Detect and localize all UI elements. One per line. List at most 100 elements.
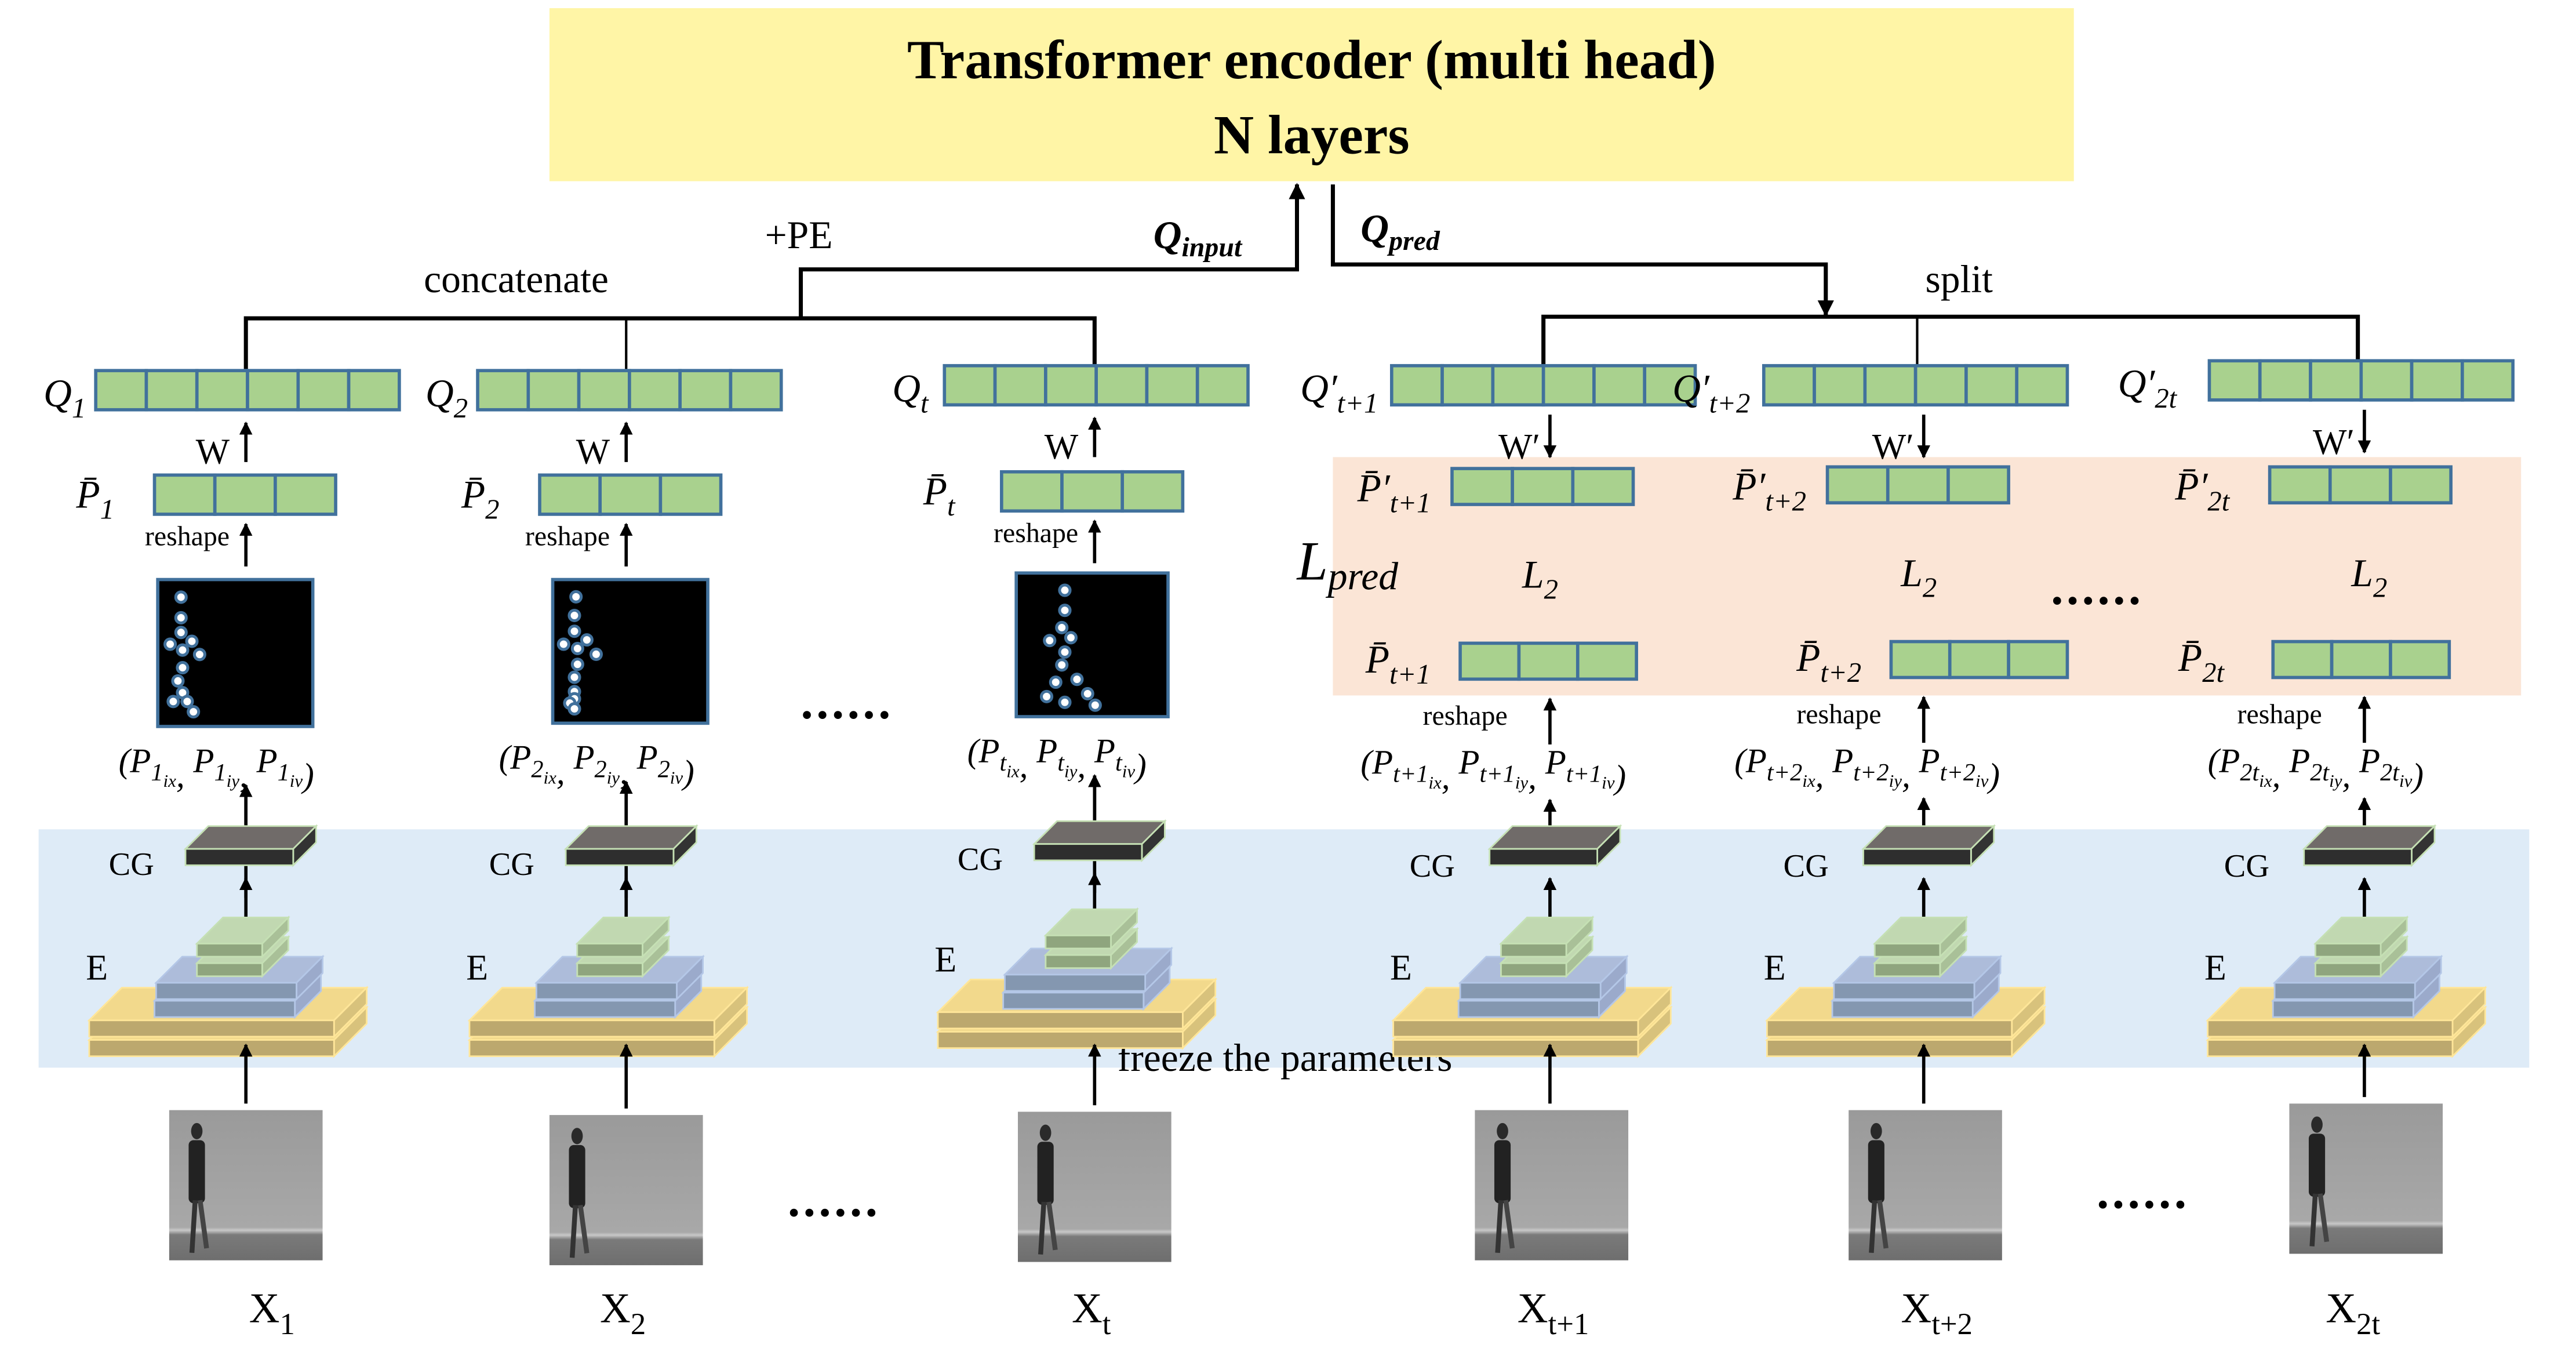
vector-cell xyxy=(598,473,663,516)
w-prime-label: W′ xyxy=(1872,427,1914,467)
encoder-layer-green xyxy=(195,916,290,959)
vector-cell xyxy=(1511,467,1575,506)
vector-cell xyxy=(1195,364,1250,407)
vector-cell xyxy=(476,369,530,412)
keypoint xyxy=(171,674,185,688)
w-prime-label: W′ xyxy=(2313,423,2355,462)
encoder-box xyxy=(549,8,2074,181)
q-prime-label: Q′t+2 xyxy=(1672,367,1750,419)
keypoint xyxy=(187,705,201,719)
q-label: Qt xyxy=(892,367,929,419)
keypoint xyxy=(1040,689,1054,703)
person-torso xyxy=(1494,1140,1511,1204)
q-vector xyxy=(476,369,783,412)
keypoint xyxy=(570,657,584,671)
q-prime-vector xyxy=(1389,364,1697,407)
vector-cell xyxy=(1120,470,1185,513)
cg-label: CG xyxy=(489,847,534,882)
target-pose-vector xyxy=(2271,640,2451,680)
person-leg xyxy=(1046,1201,1058,1251)
reshape-label: reshape xyxy=(525,521,610,551)
ellipsis-inputs: ...... xyxy=(788,1174,881,1227)
l2-loss-label: L2 xyxy=(1900,551,1937,604)
ellipsis-future-inputs: ...... xyxy=(2097,1165,2189,1219)
person-torso xyxy=(188,1140,205,1204)
vector-cell xyxy=(1863,364,1918,407)
input-frame-image xyxy=(169,1110,323,1260)
target-pose-label: P̄t+1 xyxy=(1365,638,1431,690)
vector-cell xyxy=(195,369,249,412)
keypoint xyxy=(1058,695,1072,709)
vector-cell xyxy=(1576,641,1638,681)
input-frame-image xyxy=(549,1115,703,1266)
keypoint xyxy=(567,670,581,684)
vector-cell xyxy=(1762,364,1816,407)
person-torso xyxy=(1868,1140,1884,1204)
vector-cell xyxy=(2258,359,2312,402)
encoder-stack xyxy=(1391,916,1673,1059)
target-pose-label: P̄2t xyxy=(2178,636,2225,688)
vector-cell xyxy=(1913,364,1968,407)
vector-cell xyxy=(274,473,337,516)
split-label: split xyxy=(1926,257,1993,301)
vector-cell xyxy=(2271,640,2334,680)
person-torso xyxy=(1037,1142,1054,1205)
x-label: Xt+1 xyxy=(1518,1285,1589,1341)
l2-loss-label: L2 xyxy=(1522,553,1558,605)
future-frame-image xyxy=(1475,1110,1629,1260)
vector-cell xyxy=(1450,467,1514,506)
e-label: E xyxy=(1764,948,1786,987)
keypoint xyxy=(1088,698,1102,712)
split-connector xyxy=(1330,184,2360,366)
target-pose-label: P̄t+2 xyxy=(1796,636,1861,688)
reshape-label: reshape xyxy=(2237,699,2322,729)
p-bar-label: P̄2 xyxy=(461,473,500,525)
cg-label: CG xyxy=(2224,848,2269,884)
keypoint xyxy=(185,634,199,648)
keypoint xyxy=(1058,645,1072,659)
encoder-stack xyxy=(2206,916,2487,1059)
keypoint xyxy=(589,647,603,661)
keypoint xyxy=(1049,675,1063,689)
vector-cell xyxy=(1440,364,1495,407)
person-head xyxy=(571,1128,583,1145)
vector-cell xyxy=(347,369,401,412)
vector-cell xyxy=(1044,364,1098,407)
vector-cell xyxy=(1889,640,1952,680)
vector-cell xyxy=(2207,359,2262,402)
p-bar-vector xyxy=(1000,470,1185,513)
input-frame-image xyxy=(1018,1111,1171,1262)
vector-cell xyxy=(729,369,783,412)
keypoint xyxy=(166,695,180,709)
encoder-title: Transformer encoder (multi head) xyxy=(907,29,1716,90)
keypoint-coordinates: (P2ix, P2iy, P2iv) xyxy=(499,738,694,791)
pose-keypoint-map xyxy=(551,577,710,725)
predicted-pose-label: P̄′t+2 xyxy=(1732,465,1806,517)
vector-cell xyxy=(1592,364,1647,407)
w-label: W xyxy=(1045,427,1079,467)
ellipsis-losses: ...... xyxy=(2051,561,2144,615)
q-pred-label: Qpred xyxy=(1360,207,1440,256)
predicted-pose-vector xyxy=(1450,467,1635,506)
vector-cell xyxy=(1946,465,2010,505)
q-label: Q2 xyxy=(425,372,468,424)
vector-cell xyxy=(94,369,148,412)
vector-cell xyxy=(1389,364,1444,407)
keypoint xyxy=(1055,658,1069,672)
vector-cell xyxy=(628,369,682,412)
keypoint xyxy=(174,590,188,604)
vector-cell xyxy=(1491,364,1545,407)
target-pose-vector xyxy=(1889,640,2069,680)
person-leg xyxy=(577,1204,590,1254)
e-label: E xyxy=(86,948,108,987)
x-label: X2 xyxy=(600,1285,646,1341)
keypoint xyxy=(556,637,570,651)
p-bar-label: P̄t xyxy=(923,470,956,522)
vector-cell xyxy=(144,369,199,412)
vector-cell xyxy=(152,473,217,516)
vector-cell xyxy=(1571,467,1635,506)
keypoint-coordinates: (P1ix, P1iy, P1iv) xyxy=(119,742,314,794)
